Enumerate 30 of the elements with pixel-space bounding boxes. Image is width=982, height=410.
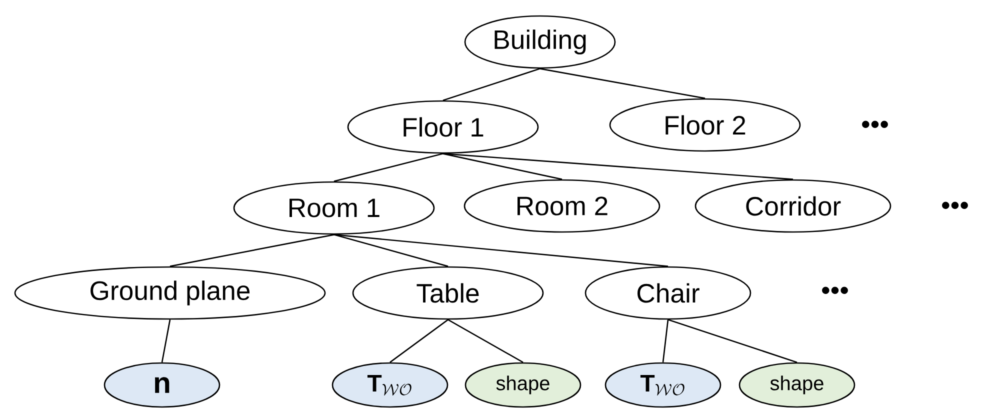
tree-line	[668, 319, 798, 363]
tree-node: $\mathbf{T}_{\mathcal{WO}}$	[604, 362, 722, 408]
tree-node: Room 2	[464, 179, 660, 233]
tree-node: Room 1	[233, 181, 435, 235]
tree-node: Floor 2	[609, 98, 801, 152]
tree-line	[390, 319, 448, 363]
tree-node: shape	[738, 362, 856, 408]
tree-line	[442, 153, 794, 180]
tree-line	[662, 320, 669, 362]
tree-node: Ground plane	[14, 266, 326, 320]
tree-node: $\mathbf{n}$	[104, 362, 220, 408]
tree-node: shape	[464, 362, 582, 408]
ellipsis: •••	[862, 120, 888, 128]
tree-node: Floor 1	[347, 100, 539, 154]
tree-line	[442, 153, 562, 180]
tree-line	[540, 68, 706, 99]
tree-line	[161, 320, 171, 362]
tree-line	[334, 234, 448, 267]
tree-node: Building	[464, 15, 616, 69]
tree-line	[170, 234, 334, 267]
tree-node: Corridor	[694, 179, 892, 233]
tree-line	[334, 153, 444, 182]
tree-node: $\mathbf{T}_{\mathcal{WO}}$	[332, 362, 448, 408]
tree-line	[334, 234, 668, 267]
tree-node: Table	[352, 266, 544, 320]
tree-node: Chair	[584, 266, 752, 320]
tree-line	[442, 68, 540, 101]
ellipsis: •••	[942, 202, 968, 209]
ellipsis: •••	[822, 286, 848, 294]
tree-line	[448, 319, 524, 363]
